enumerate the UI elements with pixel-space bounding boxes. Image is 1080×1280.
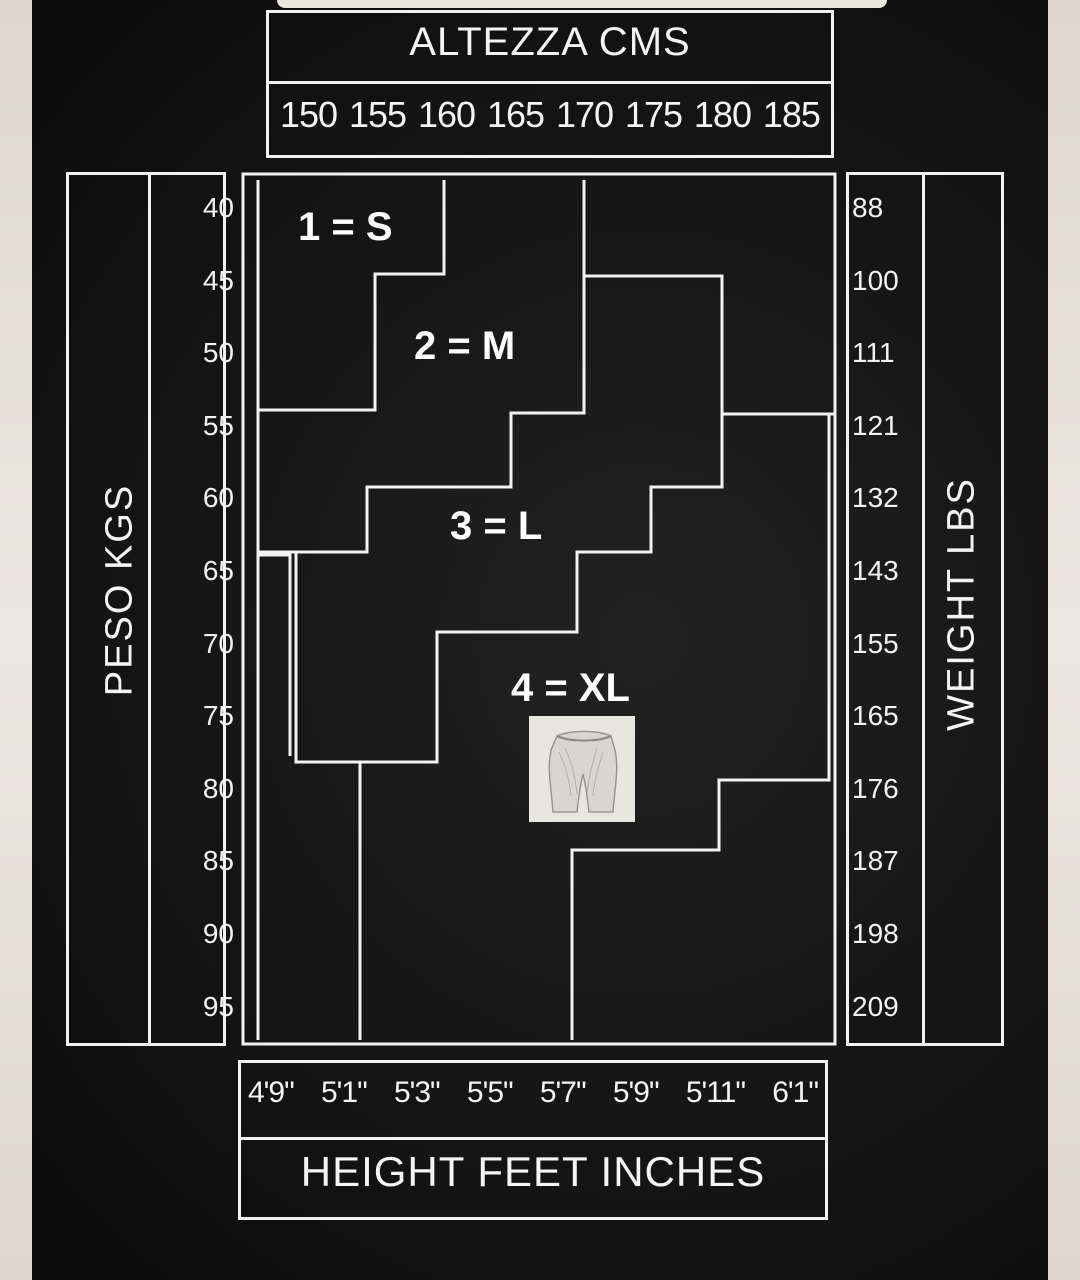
size-label-m: 2 = M: [414, 324, 516, 368]
height-in-values: 4'9" 5'1" 5'3" 5'5" 5'7" 5'9" 5'11" 6'1": [238, 1076, 828, 1110]
weight-kg-tick: 40: [202, 192, 234, 223]
weight-kg-tick: 95: [202, 990, 234, 1022]
boundary-l-xl: [258, 414, 724, 764]
weight-lbs-tick: 176: [852, 772, 899, 804]
height-in-panel: [238, 1060, 828, 1220]
height-cm-title: ALTEZZA CMS: [409, 20, 691, 64]
height-cm-tick: 165: [486, 94, 545, 135]
height-in-tick: 5'7": [539, 1076, 587, 1109]
weight-kg-tick: 90: [202, 918, 234, 949]
weight-lbs-tick: 198: [852, 918, 899, 949]
weight-lbs-tick: 111: [852, 337, 895, 369]
height-cm-tick: 175: [624, 94, 683, 135]
height-cm-tick: 160: [417, 94, 476, 135]
weight-kg-tick: 55: [202, 409, 234, 441]
height-in-tick: 5'11": [685, 1076, 746, 1109]
weight-kg-tick: 75: [202, 700, 234, 732]
weight-lbs-tick: 100: [852, 264, 899, 296]
weight-kg-tick: 65: [202, 555, 234, 586]
boundary-xl-bottom-left: [256, 553, 292, 1040]
height-cm-panel: [266, 10, 834, 158]
height-in-tick: 5'9": [612, 1076, 660, 1109]
weight-lbs-tick: 155: [852, 627, 899, 659]
boundary-s-m: [256, 180, 446, 412]
card-top-tab: [277, 0, 887, 8]
pantyhose-drawing: [529, 716, 635, 822]
size-label-l: 3 = L: [450, 504, 543, 548]
weight-lbs-tick: 132: [852, 482, 899, 514]
height-in-tick: 5'5": [466, 1076, 514, 1109]
weight-lbs-tick: 187: [852, 845, 899, 877]
weight-kg-panel: [66, 172, 226, 1046]
weight-kg-tick: 60: [202, 482, 234, 514]
height-in-tick: 5'3": [393, 1076, 441, 1109]
weight-kg-tick: 80: [202, 772, 234, 804]
size-label-s: 1 = S: [298, 205, 393, 249]
weight-lbs-divider: [922, 172, 925, 1046]
weight-kg-tick: 50: [202, 337, 234, 369]
weight-kg-tick: 70: [202, 627, 234, 659]
grid-outer-frame: [241, 172, 837, 1046]
height-in-tick: 6'1": [772, 1076, 819, 1109]
weight-kg-divider: [148, 172, 151, 1046]
weight-kg-tick: 85: [202, 845, 234, 877]
size-label-xl: 4 = XL: [511, 666, 630, 710]
pantyhose-icon: [529, 716, 635, 822]
height-in-tick: 5'1": [320, 1076, 368, 1109]
boundary-m-l: [256, 274, 835, 554]
height-cm-divider: [266, 81, 834, 84]
size-chart-card: [32, 0, 1048, 1280]
weight-lbs-tick: 88: [852, 192, 884, 223]
weight-lbs-tick: 165: [852, 700, 899, 732]
weight-lbs-tick: 143: [852, 555, 899, 586]
height-in-title: HEIGHT FEET INCHES: [300, 1148, 766, 1195]
height-cm-tick: 170: [555, 94, 614, 135]
weight-kg-tick: 45: [202, 264, 234, 296]
height-cm-tick: 180: [693, 94, 752, 135]
height-cm-tick: 185: [762, 94, 821, 135]
height-cm-tick: 155: [348, 94, 407, 135]
height-cm-tick: 150: [280, 94, 338, 135]
boundary-xl-right: [570, 414, 831, 1040]
height-in-tick: 4'9": [248, 1076, 295, 1109]
weight-lbs-tick: 121: [852, 409, 899, 441]
weight-lbs-panel: [846, 172, 1004, 1046]
height-in-divider: [238, 1137, 828, 1140]
weight-lbs-tick: 209: [852, 990, 899, 1022]
